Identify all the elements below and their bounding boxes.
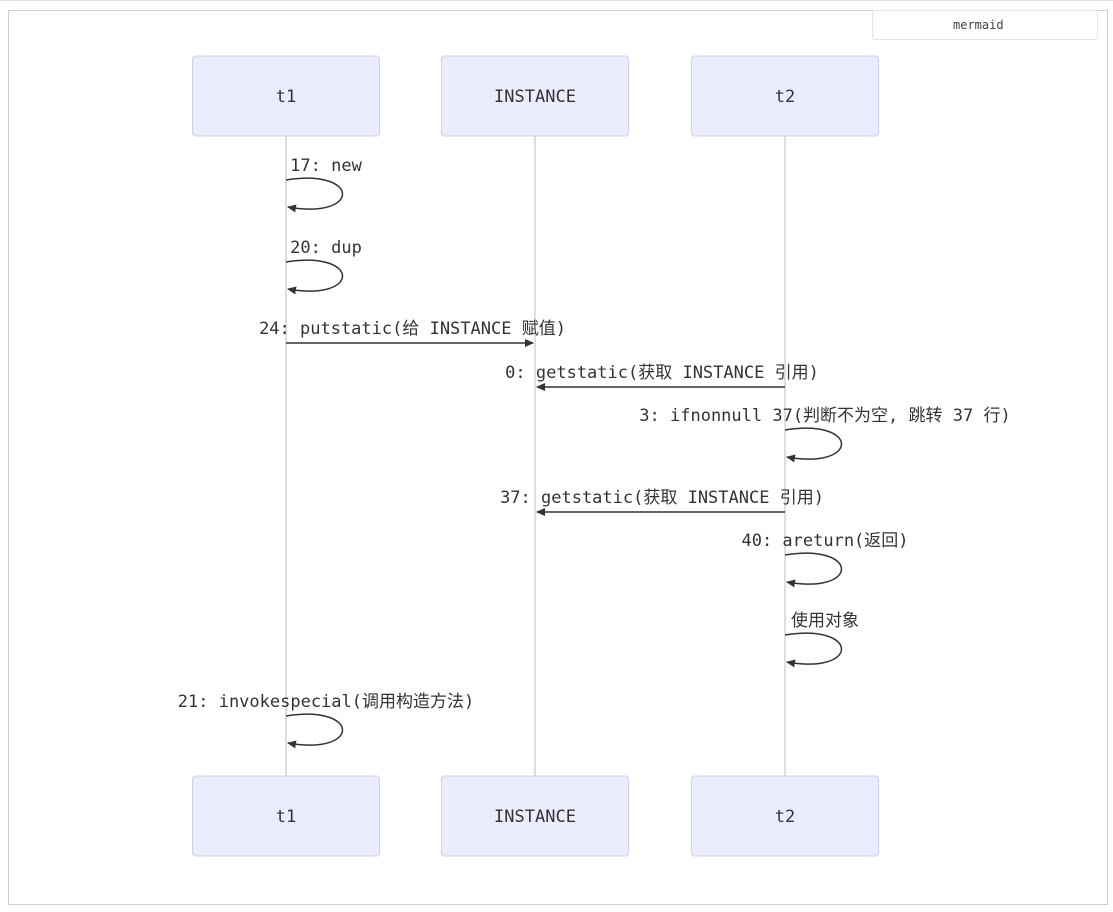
actor-box-t1-top xyxy=(192,55,380,137)
self-message-arrow xyxy=(784,552,843,588)
actor-label-t2-top: t2 xyxy=(775,87,795,107)
message-label: 17: new xyxy=(290,156,362,176)
actor-box-instance-top xyxy=(441,55,629,137)
self-message-arrow xyxy=(285,713,344,749)
mermaid-badge[interactable]: mermaid xyxy=(872,10,1098,40)
self-message-arrow xyxy=(784,427,843,463)
message-label: 0: getstatic(获取 INSTANCE 引用) xyxy=(505,363,819,383)
message-label: 20: dup xyxy=(290,238,362,258)
actor-box-t2-top xyxy=(691,55,879,137)
self-message-arrow xyxy=(285,259,344,295)
diagram-frame xyxy=(8,10,1108,905)
actor-label-instance-top: INSTANCE xyxy=(494,87,576,107)
self-message-arrow xyxy=(285,177,344,213)
message-label: 40: areturn(返回) xyxy=(741,531,908,551)
actor-label-t2-bottom: t2 xyxy=(775,807,795,827)
actor-box-t1-bottom xyxy=(192,775,380,857)
actor-box-instance-bottom xyxy=(441,775,629,857)
actor-label-t1-bottom: t1 xyxy=(276,807,296,827)
message-label: 3: ifnonnull 37(判断不为空, 跳转 37 行) xyxy=(639,406,1010,426)
actor-label-instance-bottom: INSTANCE xyxy=(494,807,576,827)
window-top-border xyxy=(0,0,1113,1)
self-message-arrow xyxy=(784,632,843,668)
message-label: 37: getstatic(获取 INSTANCE 引用) xyxy=(500,488,824,508)
message-label: 24: putstatic(给 INSTANCE 赋值) xyxy=(259,319,566,339)
actor-box-t2-bottom xyxy=(691,775,879,857)
message-label: 21: invokespecial(调用构造方法) xyxy=(178,692,474,712)
message-label: 使用对象 xyxy=(791,610,859,631)
actor-label-t1-top: t1 xyxy=(276,87,296,107)
